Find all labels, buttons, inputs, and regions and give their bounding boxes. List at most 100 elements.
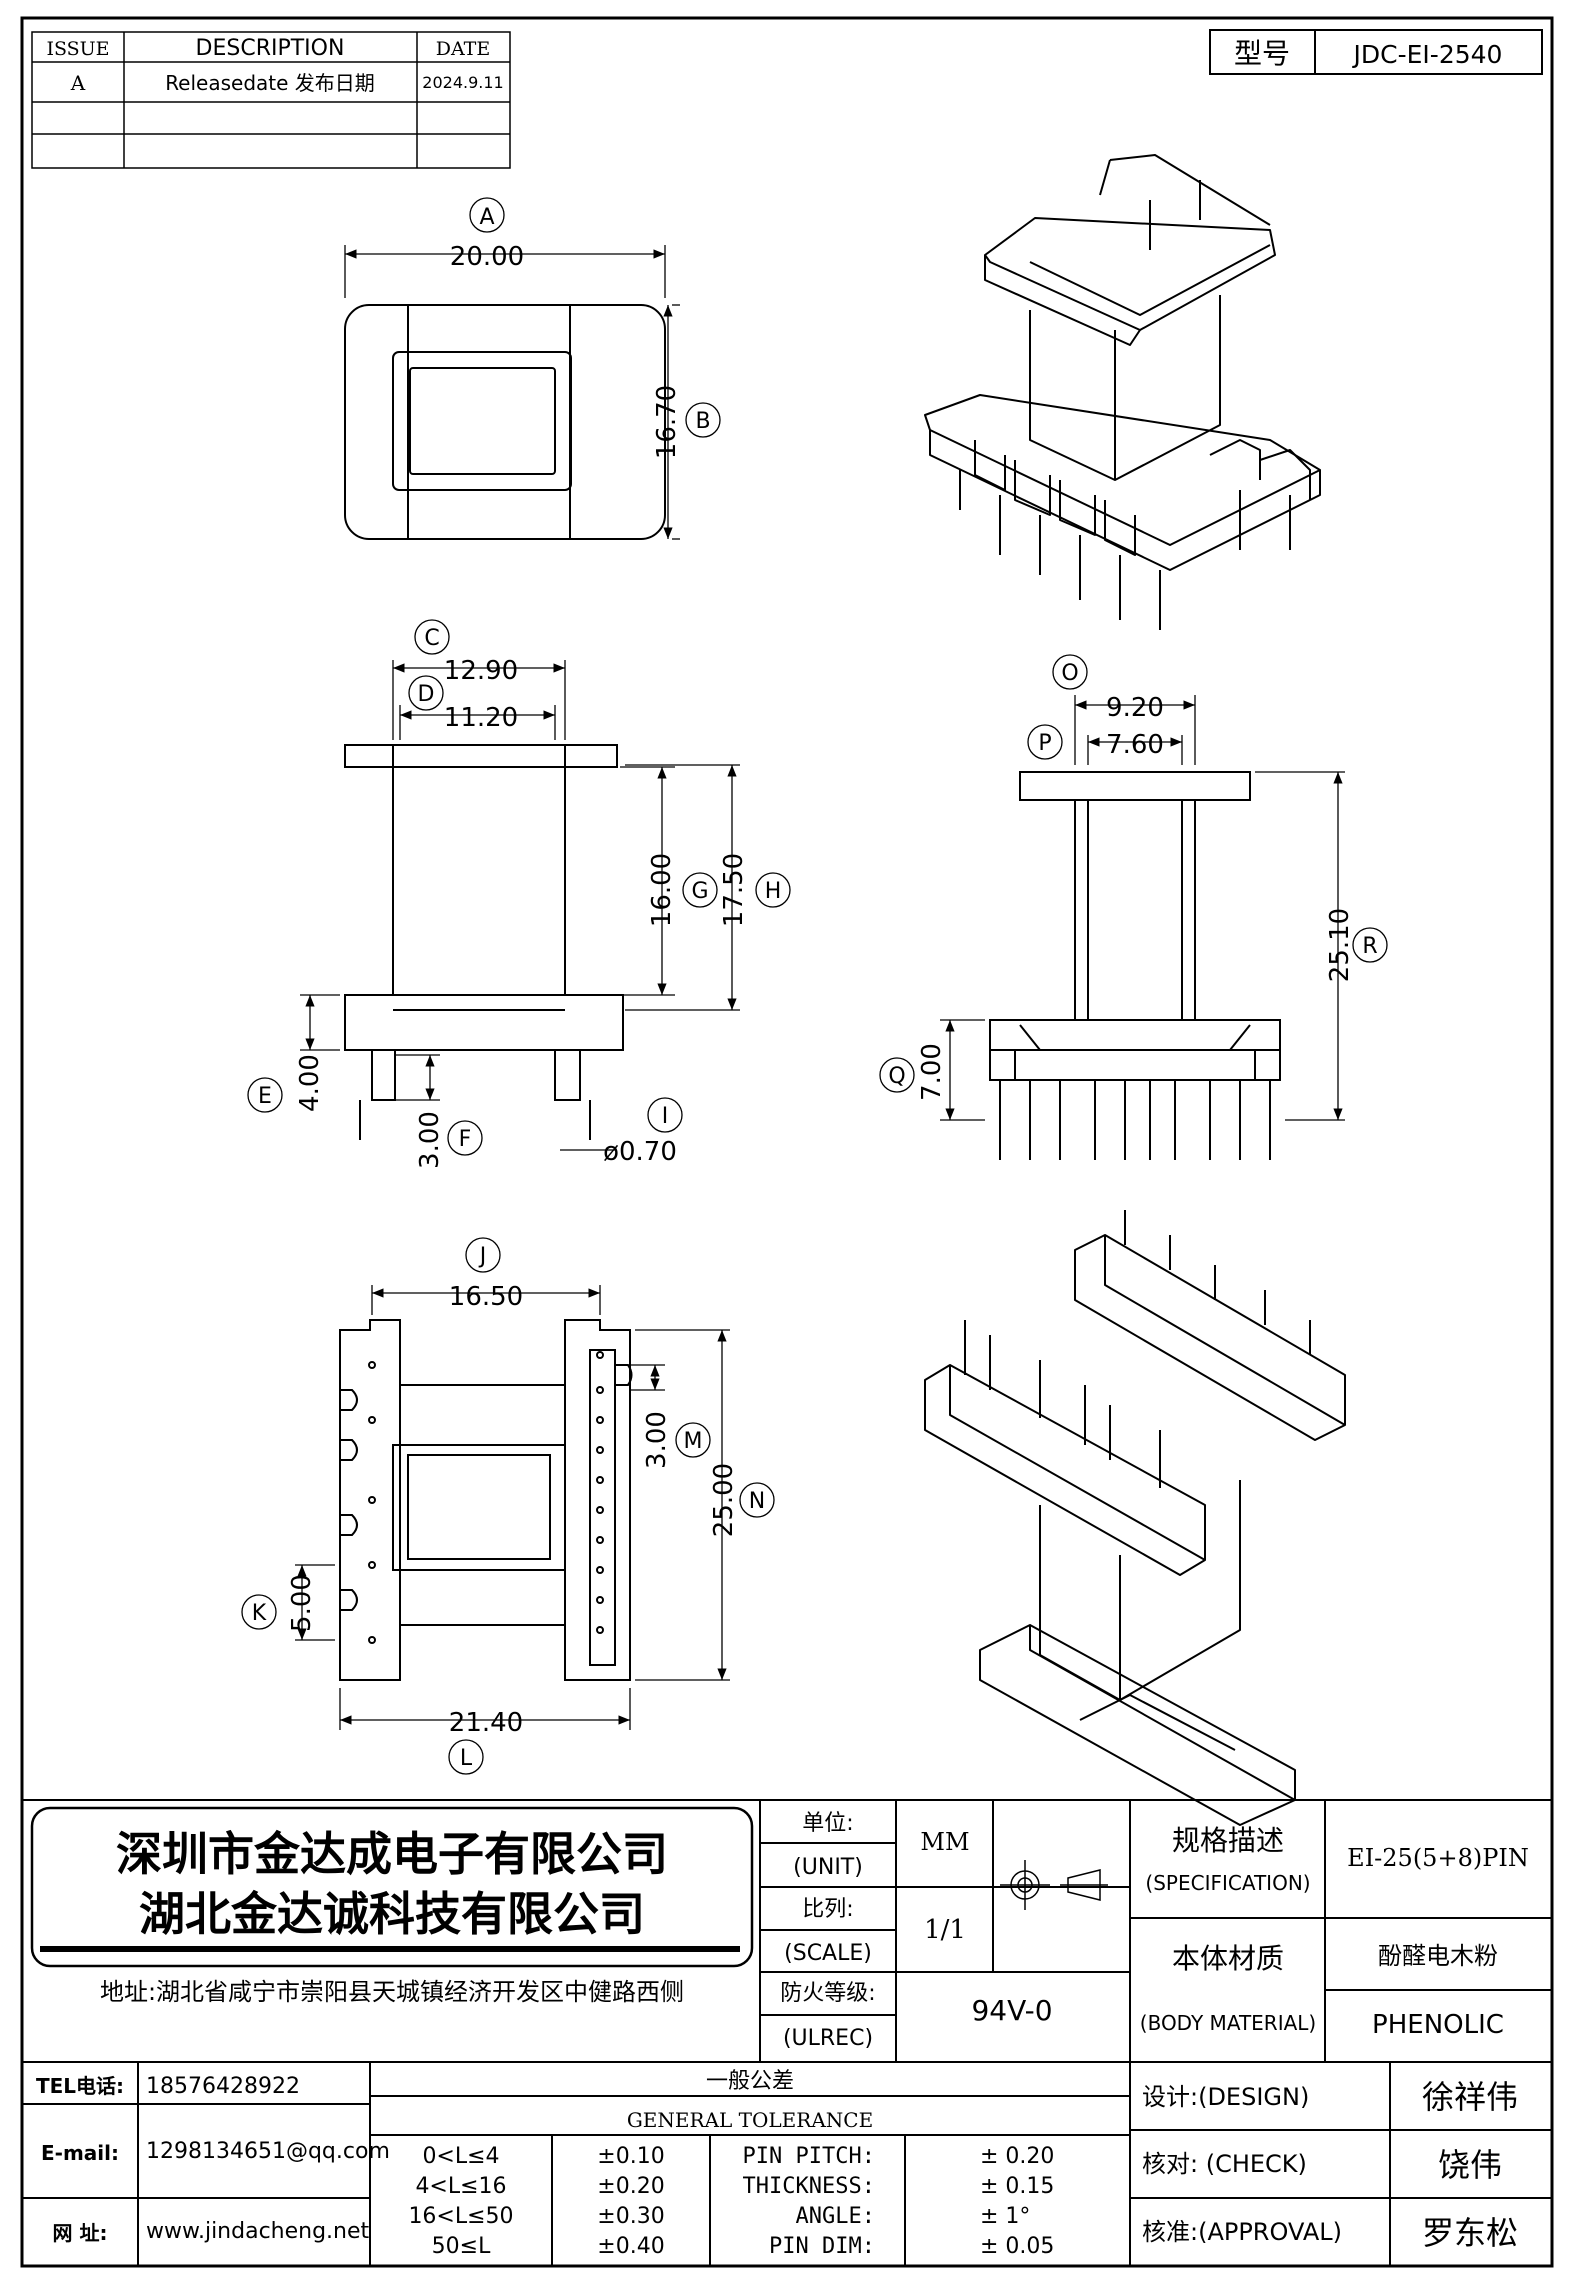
dim-h-value: 17.50: [719, 853, 749, 927]
material-value-en: PHENOLIC: [1372, 2010, 1504, 2040]
dim-b-balloon: B: [695, 409, 710, 434]
dim-g-balloon: G: [691, 879, 708, 904]
fire-label-cn: 防火等级:: [780, 1981, 875, 2006]
model-label: 型号: [1234, 37, 1290, 70]
material-label-en: (BODY MATERIAL): [1140, 2011, 1316, 2035]
design-label: 设计:(DESIGN): [1142, 2083, 1309, 2111]
tol-value-4: ±0.40: [597, 2234, 664, 2259]
scale-value: 1/1: [924, 1915, 966, 1945]
tol-param-1: PIN PITCH:: [743, 2144, 875, 2169]
front-view-dimensions: [247, 619, 791, 1156]
sheet-border: [20, 16, 1554, 2268]
rev-header-issue: ISSUE: [46, 38, 109, 60]
check-label: 核对: (CHECK): [1142, 2150, 1307, 2178]
side-view: [989, 771, 1281, 1160]
material-value-cn: 酚醛电木粉: [1378, 1942, 1498, 1970]
tol-param-value-4: ± 0.05: [980, 2234, 1054, 2259]
unit-value: MM: [920, 1828, 969, 1856]
company-underline: [40, 1946, 740, 1952]
approval-label: 核准:(APPROVAL): [1142, 2218, 1342, 2246]
tol-range-4: 50≤L: [432, 2234, 491, 2259]
dim-a-value: 20.00: [450, 242, 524, 272]
rev-header-description: DESCRIPTION: [196, 36, 345, 61]
dim-l-value: 21.40: [449, 1708, 523, 1738]
company-address: 地址:湖北省咸宁市崇阳县天城镇经济开发区中健路西侧: [100, 1978, 684, 2006]
dim-e-balloon: E: [258, 1084, 272, 1109]
dim-q-balloon: Q: [888, 1064, 905, 1089]
tel-label: TEL电话:: [36, 2074, 124, 2098]
tol-value-2: ±0.20: [597, 2174, 664, 2199]
dim-o-value: 9.20: [1106, 693, 1164, 723]
rev-date-a: 2024.9.11: [422, 73, 503, 92]
dim-d-value: 11.20: [444, 703, 518, 733]
company-box: [30, 1806, 754, 1968]
revision-table: [31, 31, 511, 169]
material-label-cn: 本体材质: [1172, 1942, 1284, 1975]
dim-n-value: 25.00: [709, 1463, 739, 1537]
rev-description-a: Releasedate 发布日期: [165, 71, 375, 95]
tel-value: 18576428922: [146, 2074, 300, 2099]
dim-k-balloon: K: [252, 1601, 267, 1626]
bottom-view: [339, 1319, 633, 1681]
tol-param-2: THICKNESS:: [743, 2174, 875, 2199]
tol-range-2: 4<L≤16: [415, 2174, 506, 2199]
dim-g-value: 16.00: [647, 853, 677, 927]
rev-issue-a: A: [70, 71, 86, 95]
dim-j-value: 16.50: [449, 1282, 523, 1312]
spec-label-cn: 规格描述: [1172, 1824, 1284, 1857]
dim-a-balloon: A: [479, 205, 494, 230]
dim-p-balloon: P: [1038, 731, 1051, 756]
dim-f-balloon: F: [459, 1127, 472, 1152]
tol-param-4: PIN DIM:: [769, 2234, 875, 2259]
rev-header-date: DATE: [436, 38, 490, 60]
spec-value: EI-25(5+8)PIN: [1347, 1844, 1529, 1872]
dim-n-balloon: N: [749, 1489, 765, 1514]
web-label: 网 址:: [53, 2221, 108, 2245]
dim-r-value: 25.10: [1325, 908, 1355, 982]
dim-m-value: 3.00: [642, 1411, 672, 1469]
tol-param-3: ANGLE:: [796, 2204, 875, 2229]
dim-m-balloon: M: [684, 1429, 703, 1454]
dim-c-value: 12.90: [444, 656, 518, 686]
check-name: 饶伟: [1438, 2146, 1502, 2184]
dim-o-balloon: O: [1061, 661, 1078, 686]
dim-k-value: 5.00: [287, 1574, 317, 1632]
model-box: [1209, 29, 1543, 75]
model-value: JDC-EI-2540: [1352, 40, 1503, 69]
company-name-1: 深圳市金达成电子有限公司: [116, 1827, 668, 1881]
fire-value: 94V-0: [971, 1994, 1052, 2027]
approval-name: 罗东松: [1422, 2214, 1518, 2252]
scale-label-cn: 比列:: [802, 1897, 853, 1922]
tol-range-1: 0<L≤4: [422, 2144, 499, 2169]
top-view: [344, 304, 666, 540]
tol-param-value-1: ± 0.20: [980, 2144, 1054, 2169]
tol-value-3: ±0.30: [597, 2204, 664, 2229]
dim-h-balloon: H: [765, 879, 782, 904]
dim-e-value: 4.00: [295, 1054, 325, 1112]
tolerance-title-cn: 一般公差: [706, 2069, 794, 2094]
side-view-dimensions: [879, 654, 1388, 1121]
tolerance-title-en: GENERAL TOLERANCE: [627, 2108, 873, 2132]
unit-label-en: (UNIT): [793, 1855, 863, 1880]
dim-r-balloon: R: [1362, 934, 1377, 959]
email-label: E-mail:: [41, 2141, 119, 2165]
fire-label-en: (ULREC): [783, 2026, 873, 2051]
company-name-2: 湖北金达诚科技有限公司: [139, 1887, 645, 1941]
iso-view-top: [924, 154, 1321, 630]
dim-q-value: 7.00: [917, 1043, 947, 1101]
front-view: [344, 744, 624, 1140]
dim-j-balloon: J: [478, 1244, 487, 1269]
dim-c-balloon: C: [424, 626, 439, 651]
tol-param-value-2: ± 0.15: [980, 2174, 1054, 2199]
bottom-view-dimensions: [241, 1237, 775, 1775]
dim-p-value: 7.60: [1106, 730, 1164, 760]
tol-range-3: 16<L≤50: [408, 2204, 513, 2229]
web-value: www.jindacheng.net: [146, 2219, 370, 2244]
top-view-dimensions: [344, 197, 721, 540]
projection-symbol-icon: [1000, 1860, 1108, 1910]
dim-l-balloon: L: [460, 1746, 473, 1771]
dim-f-value: 3.00: [415, 1111, 445, 1169]
design-name: 徐祥伟: [1422, 2078, 1518, 2116]
email-value: 1298134651@qq.com: [146, 2139, 390, 2164]
